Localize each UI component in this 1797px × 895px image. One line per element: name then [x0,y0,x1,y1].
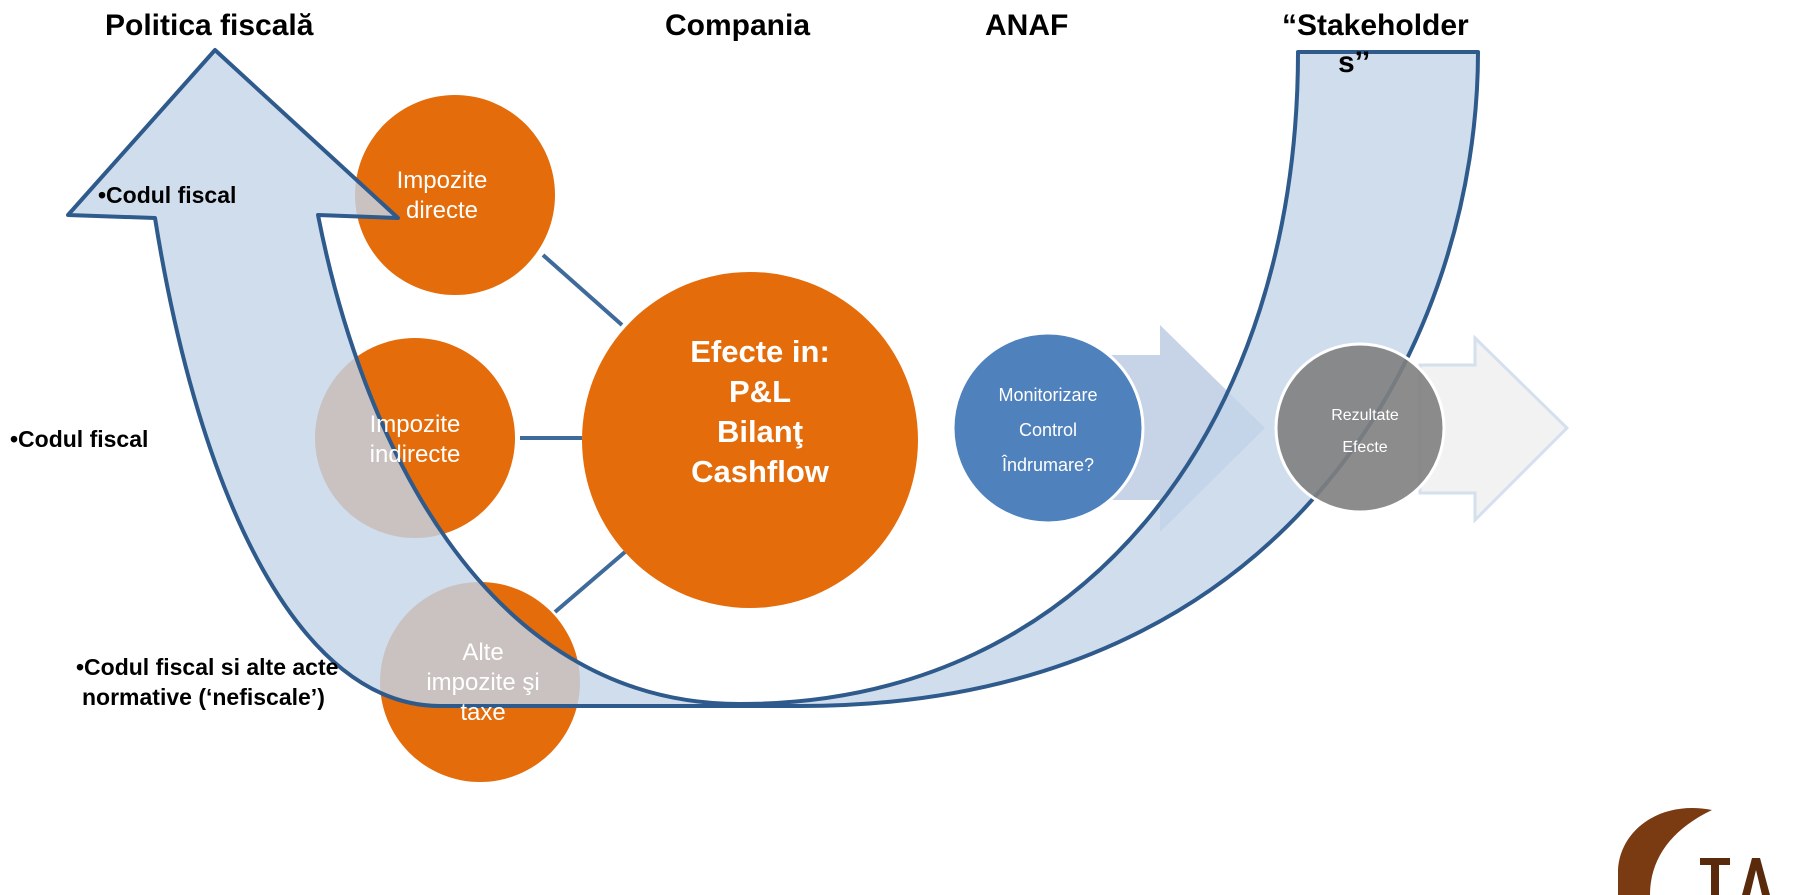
header-stakeholders-line2: s’’ [1338,46,1370,79]
other-taxes-label-1: Alte [462,639,503,666]
direct-taxes-label-2: directe [406,197,478,224]
note-fiscal-code-middle: •Codul fiscal [10,426,148,452]
results-arrow-shape [1418,334,1570,524]
note-fiscal-code-top: •Codul fiscal [98,182,236,208]
curved-arrow [66,48,1480,708]
circle-direct-taxes [355,95,555,295]
header-company: Compania [665,9,810,42]
connector-other [553,550,627,614]
circle-effects [582,272,918,608]
logo-letter-icon [1700,858,1770,895]
header-anaf: ANAF [985,9,1068,42]
effects-label: Efecte [1342,439,1387,456]
header-stakeholders-line1: “Stakeholder [1282,9,1469,42]
direct-taxes-label-1: Impozite [397,167,488,194]
note-fiscal-code-bottom-line2: normative (‘nefiscale’) [82,684,325,710]
other-taxes-label-2: impozite şi [426,669,539,696]
results-label: Rezultate [1331,407,1399,424]
logo [1618,808,1770,895]
effects-pl: P&L [729,374,791,409]
indirect-taxes-label-2: indirecte [370,441,461,468]
anaf-monitoring: Monitorizare [998,385,1097,405]
header-fiscal-policy: Politica fiscală [105,9,314,42]
circle-anaf [951,331,1145,525]
anaf-arrow-shape [1105,325,1265,532]
other-taxes-label-3: taxe [460,699,505,726]
anaf-control: Control [1019,420,1077,440]
effects-cashflow: Cashflow [691,454,830,489]
logo-swoosh-icon [1618,808,1712,895]
circle-results [1274,342,1446,514]
effects-balance: Bilanţ [717,414,803,449]
anaf-guidance: Îndrumare? [1001,455,1094,475]
connector-direct [541,253,624,327]
note-fiscal-code-bottom-line1: •Codul fiscal si alte acte [76,654,338,680]
effects-title: Efecte in: [690,334,830,369]
indirect-taxes-label-1: Impozite [370,411,461,438]
